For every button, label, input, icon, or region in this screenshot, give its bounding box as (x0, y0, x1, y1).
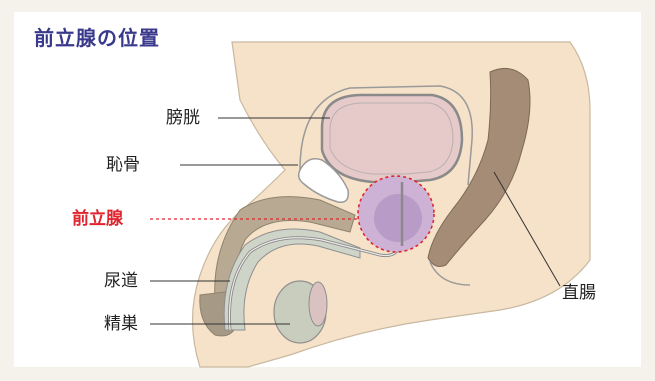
label-prostate: 前立腺 (72, 209, 123, 229)
label-bladder: 膀胱 (166, 108, 200, 128)
page-title: 前立腺の位置 (34, 22, 160, 51)
prostate-inner (374, 194, 422, 242)
label-rectum: 直腸 (562, 283, 596, 303)
label-pubic-bone: 恥骨 (106, 155, 140, 175)
epididymis (309, 282, 327, 326)
label-urethra: 尿道 (104, 271, 138, 291)
label-testis: 精巣 (104, 314, 138, 334)
